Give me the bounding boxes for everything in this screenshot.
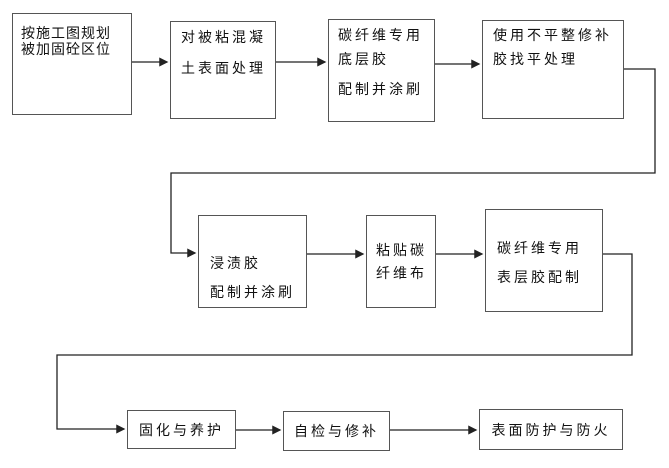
node-text-line: 按施工图规划 (21, 26, 111, 42)
flow-node-plan-reinforced-area: 按施工图规划 被加固砼区位 (12, 13, 132, 115)
node-text-line: 使用不平整修补 (493, 28, 612, 44)
node-text-line: 浸渍胶 (210, 256, 261, 272)
node-text-line: 自检与修补 (294, 424, 379, 440)
connector-leveling-to-impregnating (170, 68, 656, 258)
flow-node-curing-maintenance: 固化与养护 (127, 410, 236, 449)
flow-node-concrete-surface-treatment: 对被粘混凝 土表面处理 (170, 21, 276, 119)
node-text-line: 配制并涂刷 (210, 285, 295, 301)
node-text-line: 底层胶 (338, 52, 389, 68)
node-text-line: 胶找平处理 (493, 52, 578, 68)
node-text-line: 土表面处理 (181, 61, 266, 77)
flow-node-impregnating-adhesive: 浸渍胶 配制并涂刷 (198, 215, 307, 308)
node-text-line: 碳纤维专用 (338, 28, 423, 44)
flow-node-paste-cfrp-sheet: 粘贴碳 纤维布 (366, 215, 436, 308)
node-text-line: 表层胶配制 (497, 270, 582, 286)
node-text-line: 配制并涂刷 (338, 82, 423, 98)
flow-node-primer-adhesive: 碳纤维专用 底层胶 配制并涂刷 (328, 19, 435, 122)
node-text-line: 固化与养护 (139, 422, 224, 439)
flow-node-self-check-repair: 自检与修补 (283, 411, 390, 451)
flow-node-topcoat-adhesive: 碳纤维专用 表层胶配制 (485, 209, 603, 312)
flow-node-surface-fire-protection: 表面防护与防火 (479, 409, 623, 450)
node-text-line: 碳纤维专用 (497, 241, 582, 257)
node-text-line: 表面防护与防火 (491, 422, 611, 439)
connector-topcoat-to-curing (56, 253, 633, 434)
node-text-line: 被加固砼区位 (21, 42, 111, 58)
flow-node-leveling-repair: 使用不平整修补 胶找平处理 (482, 20, 624, 119)
node-text-line: 对被粘混凝 (181, 30, 266, 46)
node-text-line: 纤维布 (376, 266, 427, 282)
node-text-line: 粘贴碳 (376, 243, 427, 259)
